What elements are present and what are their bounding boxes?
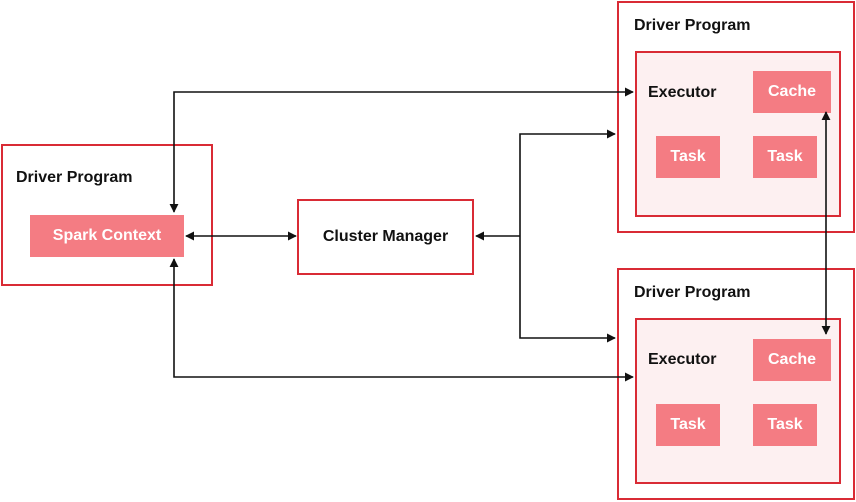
cluster-manager-label: Cluster Manager [322, 228, 449, 245]
bottom-executor-box: Executor Cache Task Task [635, 318, 841, 484]
top-executor-box: Executor Cache Task Task [635, 51, 841, 217]
top-task-node-1: Task [656, 136, 720, 178]
top-task-node-2: Task [753, 136, 817, 178]
bottom-task-node-2: Task [753, 404, 817, 446]
bottom-driver-program-title: Driver Program [634, 284, 751, 301]
top-driver-program-title: Driver Program [634, 17, 751, 34]
arrow-context-bottom-executor [169, 258, 634, 382]
bottom-cache-node: Cache [753, 339, 831, 381]
spark-context-node: Spark Context [30, 215, 184, 257]
top-cache-node: Cache [753, 71, 831, 113]
arrow-cluster-bottom-worker [519, 236, 616, 343]
left-driver-program-title: Driver Program [16, 169, 133, 186]
arrow-context-top-executor [169, 87, 634, 213]
top-executor-label: Executor [648, 84, 717, 101]
arrow-cluster-top-worker [519, 129, 616, 236]
bottom-task-node-1: Task [656, 404, 720, 446]
top-driver-program-box: Driver Program Executor Cache Task Task [617, 1, 855, 233]
bottom-driver-program-box: Driver Program Executor Cache Task Task [617, 268, 855, 500]
bottom-executor-label: Executor [648, 351, 717, 368]
